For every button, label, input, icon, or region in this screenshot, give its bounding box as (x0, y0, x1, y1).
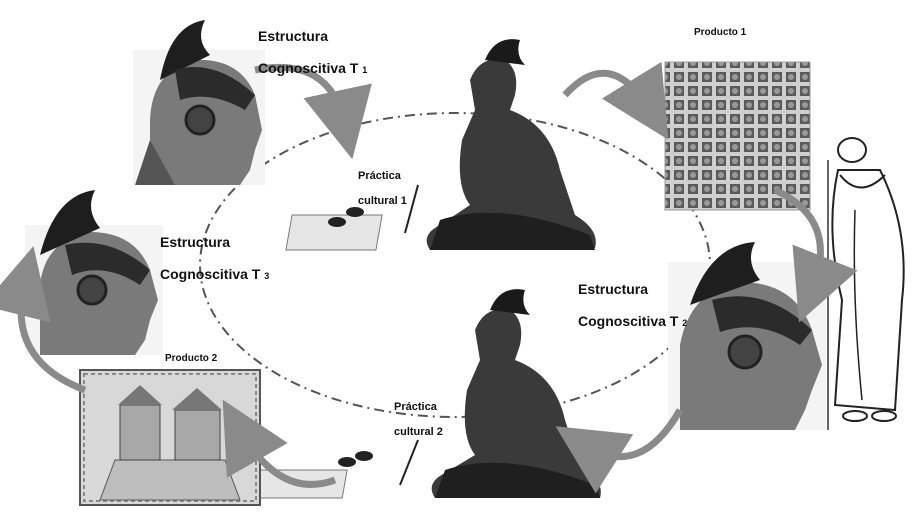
friar-figure-icon (828, 138, 904, 430)
head-profile-icon (133, 20, 265, 185)
head-profile-icon (25, 190, 163, 355)
curved-arrow-icon (565, 73, 650, 110)
head-profile-icon (668, 242, 826, 430)
temple-painting-icon (80, 370, 260, 505)
ink-pots-icon (338, 451, 373, 467)
curved-arrow-icon (585, 410, 680, 457)
label-practice-1: Práctica cultural 1 (358, 157, 407, 208)
label-product-2: Producto 2 (165, 353, 217, 365)
codex-glyphs-icon (665, 62, 810, 210)
label-structure-t3: Estructura Cognoscitiva T 3 (160, 218, 269, 282)
label-structure-t2: Estructura Cognoscitiva T 2 (578, 265, 687, 329)
label-product-1: Producto 1 (694, 27, 746, 39)
label-practice-2: Práctica cultural 2 (394, 388, 443, 439)
label-structure-t1: Estructura Cognoscitiva T 1 (258, 12, 367, 76)
